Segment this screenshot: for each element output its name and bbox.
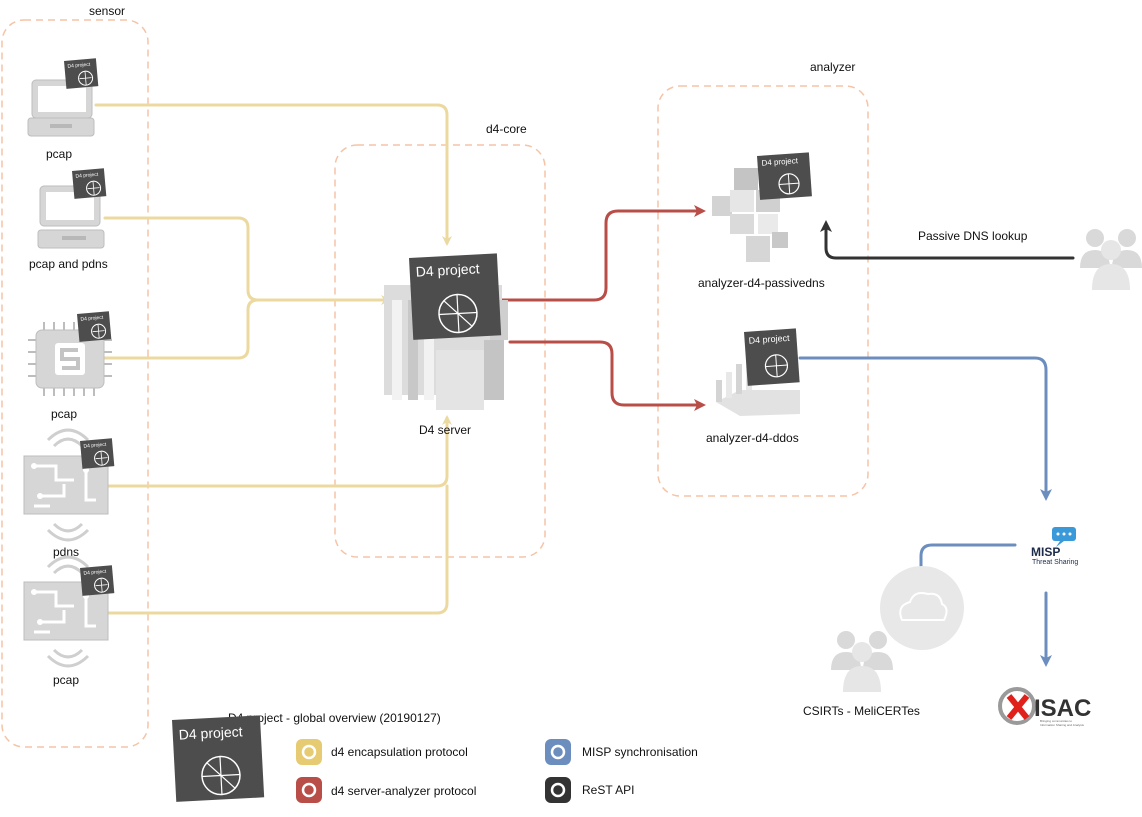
d4-badge-icon: D4 project: [64, 58, 99, 89]
encapsulation-flows: [94, 103, 452, 615]
sensor-label-1: pcap: [46, 147, 72, 161]
svg-text:D4 project: D4 project: [748, 333, 790, 346]
flow-misp-csirts: [915, 543, 1017, 592]
legend-title: D4 project - global overview (20190127): [228, 711, 441, 725]
analyzer-passivedns-label: analyzer-d4-passivedns: [698, 276, 825, 290]
flow-server-passivedns: [496, 205, 706, 302]
svg-text:D4 project: D4 project: [75, 172, 99, 180]
cloud-icon: [880, 566, 964, 650]
svg-text:D4 project: D4 project: [415, 260, 480, 279]
svg-text:D4 project: D4 project: [80, 315, 104, 323]
d4-badge-icon: D4 project: [744, 328, 800, 386]
misp-logo: MISP Threat Sharing: [1031, 527, 1078, 566]
legend-item-misp: MISP synchronisation: [545, 739, 698, 765]
laptop-icon: [27, 79, 95, 137]
csirts-users-icon: [831, 631, 893, 692]
legend: D4 project - global overview (20190127) …: [172, 711, 698, 803]
d4-badge-icon: D4 project: [757, 152, 812, 200]
flow-sensor5-server: [103, 484, 449, 615]
sensor-label-3: pcap: [51, 407, 77, 421]
svg-text:ReST API: ReST API: [582, 783, 634, 797]
d4-core-group: [334, 144, 546, 558]
d4-project-logo: D4 project: [172, 715, 265, 802]
legend-item-encapsulation: d4 encapsulation protocol: [296, 739, 468, 765]
svg-text:D4 project: D4 project: [67, 62, 91, 70]
isac-logo: ISAC Bringing communities to Information…: [998, 687, 1091, 727]
svg-text:D4 project: D4 project: [83, 442, 107, 450]
legend-item-server-analyzer: d4 server-analyzer protocol: [296, 777, 476, 803]
sensor-group-label: sensor: [89, 4, 125, 18]
server-label: D4 server: [419, 423, 471, 437]
users-group-icon: [1080, 229, 1142, 290]
sensor-label-2: pcap and pdns: [29, 257, 108, 271]
flow-server-ddos: [508, 340, 706, 411]
svg-text:MISP: MISP: [1031, 545, 1060, 559]
svg-text:Bringing communities to: Bringing communities to: [1040, 719, 1072, 723]
sensor-label-4: pdns: [53, 545, 79, 559]
flow-sensor4-server: [103, 415, 452, 488]
svg-text:Threat Sharing: Threat Sharing: [1032, 559, 1078, 566]
misp-flows: [798, 356, 1052, 667]
analyzer-group: [657, 85, 869, 497]
chip-icon: [28, 322, 112, 396]
d4-core-group-label: d4-core: [486, 122, 527, 136]
sensor-group: [1, 19, 149, 748]
svg-text:Information Sharing and Analys: Information Sharing and Analysis: [1040, 723, 1084, 727]
sensor-label-5: pcap: [53, 673, 79, 687]
svg-text:MISP synchronisation: MISP synchronisation: [582, 745, 698, 759]
svg-text:D4 project: D4 project: [761, 156, 799, 168]
analyzer-group-label: analyzer: [810, 60, 855, 74]
analyzer-ddos-label: analyzer-d4-ddos: [706, 431, 799, 445]
d4-badge-icon: D4 project: [77, 311, 112, 342]
legend-item-rest-api: ReST API: [545, 777, 634, 803]
svg-text:d4 encapsulation protocol: d4 encapsulation protocol: [331, 745, 468, 759]
d4-project-server-badge: D4 project: [409, 253, 502, 340]
d4-badge-icon: D4 project: [80, 565, 115, 596]
d4-badge-icon: D4 project: [80, 438, 115, 469]
flow-sensor1-server: [94, 103, 452, 246]
svg-text:d4 server-analyzer protocol: d4 server-analyzer protocol: [331, 784, 476, 798]
flow-sensor3-server: [103, 298, 260, 360]
svg-text:ISAC: ISAC: [1034, 695, 1091, 722]
passive-dns-lookup-label: Passive DNS lookup: [918, 229, 1028, 243]
csirts-label: CSIRTs - MeliCERTes: [803, 704, 920, 718]
svg-text:D4 project: D4 project: [178, 723, 243, 742]
server-analyzer-flows: [496, 205, 706, 411]
svg-text:D4 project: D4 project: [83, 569, 107, 577]
d4-badge-icon: D4 project: [72, 168, 107, 199]
flow-passivedns-lookup: [820, 220, 1075, 260]
flow-ddos-misp: [798, 356, 1052, 501]
passivedns-cube-icon: [712, 168, 788, 262]
